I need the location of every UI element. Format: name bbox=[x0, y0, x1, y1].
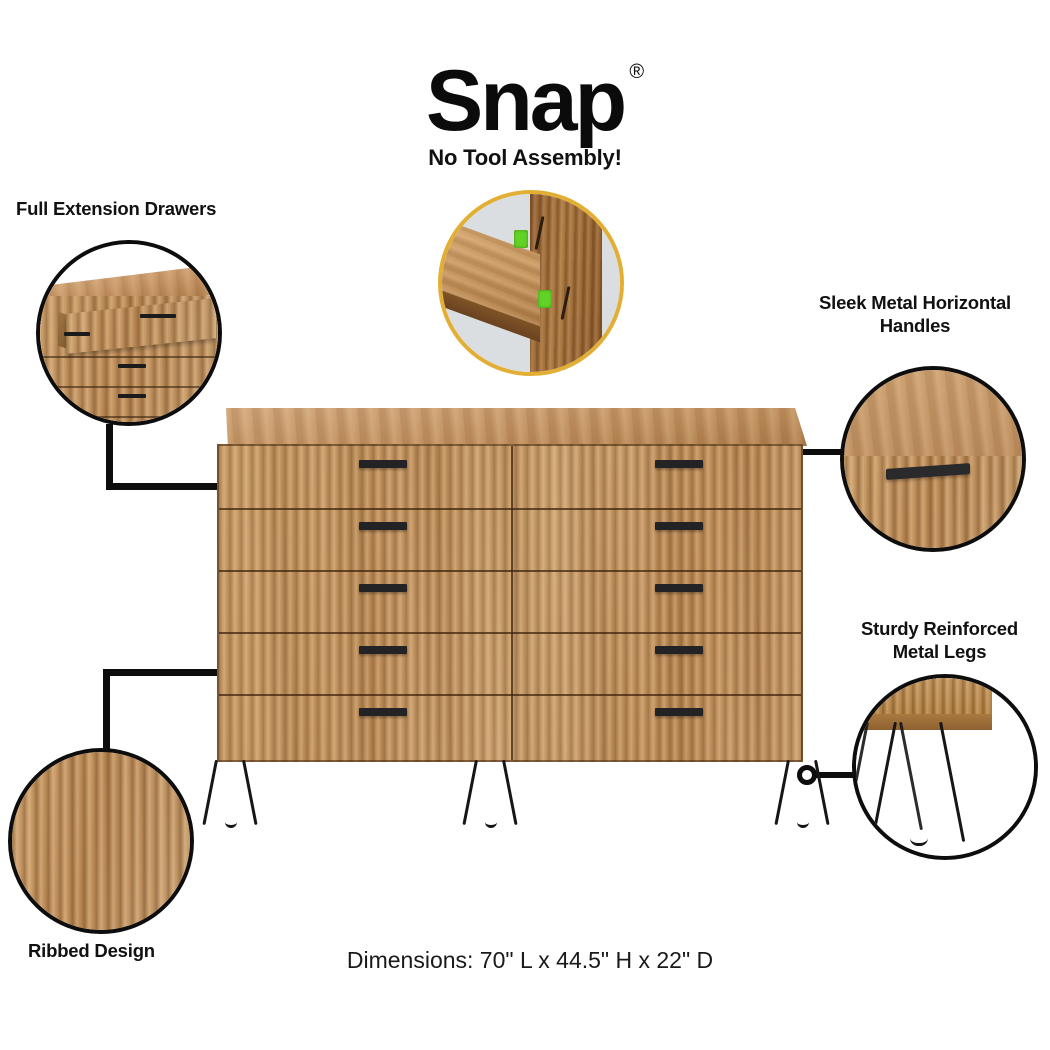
brand-tagline: No Tool Assembly! bbox=[428, 145, 622, 170]
drawer-handle bbox=[655, 646, 703, 654]
callout-label-handles-line1: Sleek Metal Horizontal bbox=[819, 292, 1011, 313]
drawer-row-divider bbox=[219, 508, 801, 510]
snap-clip-icon bbox=[514, 230, 528, 248]
callout-label-metal-handles: Sleek Metal Horizontal Handles bbox=[790, 292, 1040, 337]
connector-full-extension-horizontal bbox=[106, 483, 234, 490]
callout-image-snap-assembly bbox=[438, 190, 624, 376]
drawer-row-divider bbox=[219, 570, 801, 572]
drawer-handle bbox=[655, 460, 703, 468]
product-dresser-illustration bbox=[202, 408, 830, 828]
connector-full-extension-vertical bbox=[106, 424, 113, 490]
drawer-handle bbox=[655, 708, 703, 716]
snap-clip-icon bbox=[538, 290, 552, 308]
callout-label-legs-line2: Metal Legs bbox=[892, 640, 987, 662]
product-dimensions-text: Dimensions: 70" L x 44.5" H x 22" D bbox=[346, 947, 714, 973]
connector-legs-horizontal bbox=[812, 772, 872, 778]
pointer-ring-legs bbox=[797, 765, 817, 785]
hairpin-leg bbox=[774, 759, 830, 828]
callout-label-legs-line1: Sturdy Reinforced bbox=[861, 618, 1018, 639]
registered-trademark-icon: ® bbox=[629, 61, 645, 83]
drawer-handle bbox=[655, 584, 703, 592]
brand-name-text: Snap bbox=[425, 53, 627, 149]
drawer-row-divider bbox=[219, 694, 801, 696]
callout-label-handles-line2: Handles bbox=[879, 314, 951, 336]
drawer-handle bbox=[655, 522, 703, 530]
hairpin-leg-closeup bbox=[870, 721, 966, 846]
dresser-drawer-front-panel bbox=[217, 444, 803, 762]
dresser-center-divider bbox=[511, 446, 513, 760]
connector-ribbed-vertical bbox=[103, 669, 110, 769]
drawer-handle bbox=[359, 708, 407, 716]
brand-name: Snap ® bbox=[426, 58, 644, 144]
drawer-handle bbox=[359, 584, 407, 592]
callout-label-metal-legs: Sturdy Reinforced Metal Legs bbox=[832, 618, 1047, 663]
callout-image-metal-handles bbox=[840, 366, 1026, 552]
callout-image-full-extension-drawers bbox=[36, 240, 222, 426]
drawer-handle bbox=[359, 522, 407, 530]
callout-label-full-extension-drawers: Full Extension Drawers bbox=[16, 198, 217, 219]
dresser-top-surface bbox=[226, 408, 807, 446]
hairpin-leg-closeup-back bbox=[856, 721, 923, 832]
callout-label-ribbed-design: Ribbed Design bbox=[28, 940, 155, 961]
brand-logo: Snap ® bbox=[0, 58, 1050, 144]
callout-image-metal-legs bbox=[852, 674, 1038, 860]
hairpin-leg bbox=[202, 759, 258, 828]
callout-image-ribbed-design bbox=[8, 748, 194, 934]
drawer-row-divider bbox=[219, 632, 801, 634]
drawer-handle bbox=[359, 460, 407, 468]
connector-ribbed-horizontal bbox=[103, 669, 303, 676]
hairpin-leg bbox=[462, 759, 518, 828]
drawer-handle bbox=[359, 646, 407, 654]
